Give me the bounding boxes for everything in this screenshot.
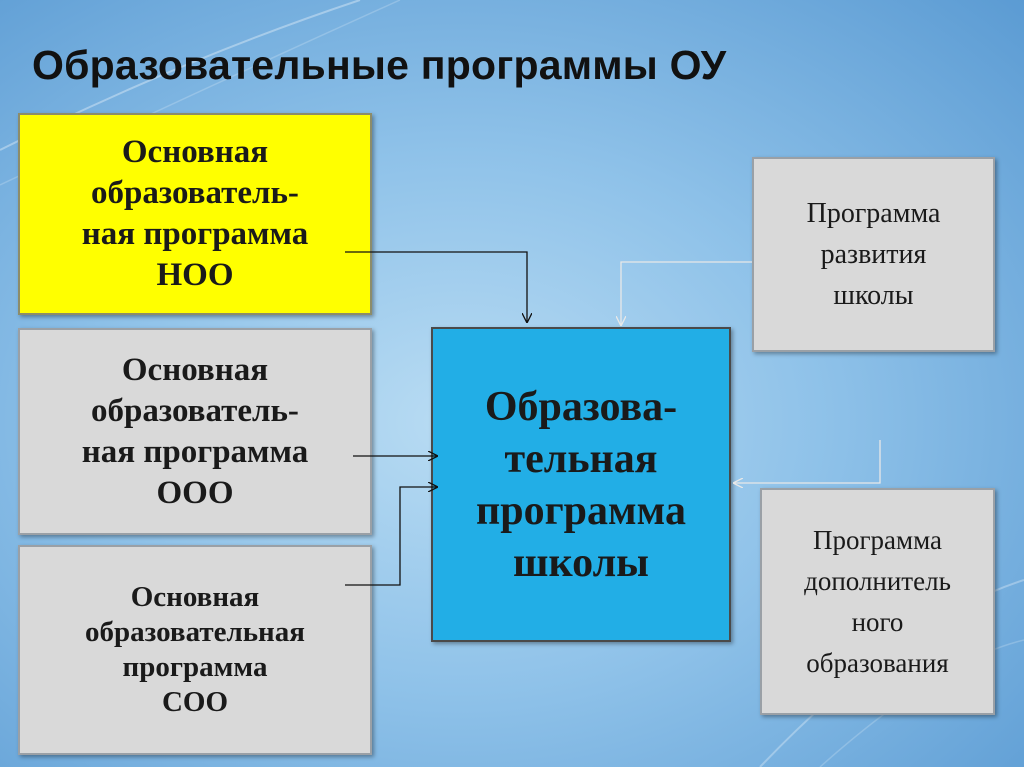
box-development-program-label: Программа развития школы (806, 198, 941, 311)
box-basic-program-ooo-label: Основная образователь- ная программа ООО (81, 351, 309, 511)
box-school-program: Образова- тельная программа школы (431, 327, 731, 642)
box-basic-program-noo-label: Основная образователь- ная программа НОО (81, 134, 309, 293)
box-basic-program-noo: Основная образователь- ная программа НОО (18, 113, 372, 315)
box-school-program-label: Образова- тельная программа школы (476, 383, 686, 586)
box-basic-program-ooo: Основная образователь- ная программа ООО (18, 328, 372, 535)
slide-title: Образовательные программы ОУ (32, 42, 727, 88)
box-basic-program-soo: Основная образовательная программа СОО (18, 545, 372, 755)
box-development-program: Программа развития школы (752, 157, 995, 352)
box-additional-education-program: Программа дополнитель ного образования (760, 488, 995, 715)
box-basic-program-soo-label: Основная образовательная программа СОО (85, 581, 305, 718)
box-additional-education-program-label: Программа дополнитель ного образования (804, 524, 951, 678)
